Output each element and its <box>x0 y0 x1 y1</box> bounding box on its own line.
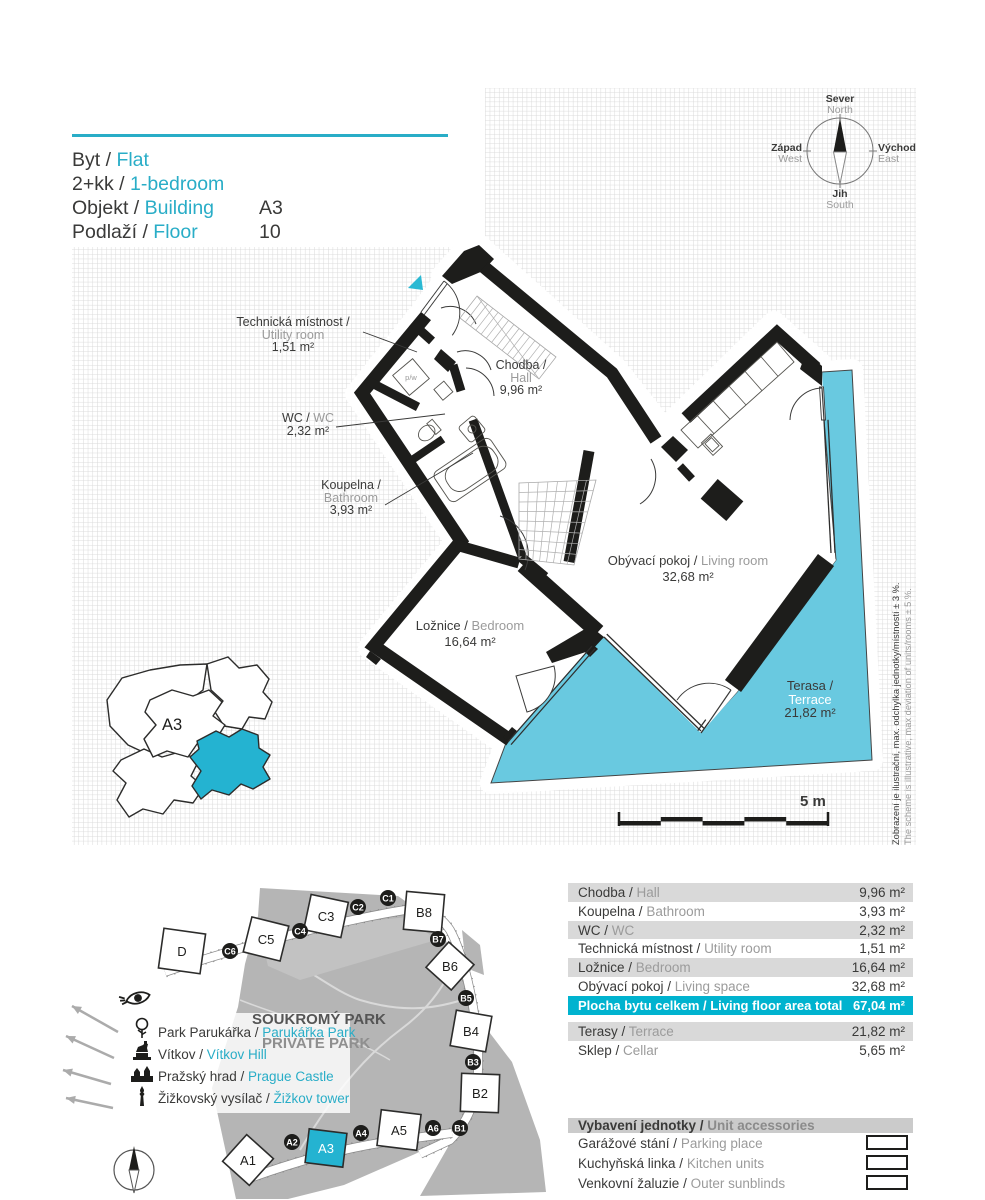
svg-text:D: D <box>177 944 186 959</box>
svg-text:A5: A5 <box>391 1123 407 1138</box>
svg-text:C3: C3 <box>318 909 335 924</box>
svg-text:B1: B1 <box>454 1124 466 1134</box>
svg-text:A4: A4 <box>355 1129 367 1139</box>
svg-text:A6: A6 <box>427 1124 439 1134</box>
svg-text:C5: C5 <box>258 932 275 947</box>
svg-text:A3: A3 <box>162 716 182 734</box>
svg-text:C4: C4 <box>294 927 306 937</box>
svg-text:B6: B6 <box>442 959 458 974</box>
svg-text:B5: B5 <box>460 994 472 1004</box>
svg-text:B3: B3 <box>467 1058 479 1068</box>
svg-text:A2: A2 <box>286 1138 298 1148</box>
svg-text:C1: C1 <box>382 894 394 904</box>
svg-text:B4: B4 <box>463 1024 479 1039</box>
svg-text:B7: B7 <box>432 935 444 945</box>
svg-text:p/w: p/w <box>405 373 417 382</box>
svg-text:C2: C2 <box>352 903 364 913</box>
svg-text:A3: A3 <box>318 1141 334 1156</box>
svg-text:C6: C6 <box>224 947 236 957</box>
svg-text:B2: B2 <box>472 1086 488 1101</box>
svg-text:A1: A1 <box>240 1153 256 1168</box>
svg-text:B8: B8 <box>416 905 432 920</box>
